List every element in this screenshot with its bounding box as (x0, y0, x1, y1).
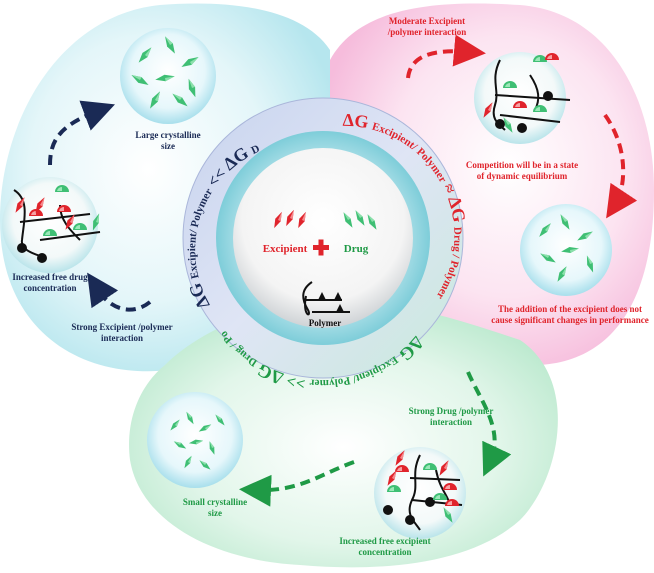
drug-label: Drug (343, 243, 369, 255)
increased-free-excipient-label: Increased free excipient concentration (339, 536, 431, 558)
increased-free-drug-label: Increased free drug concentration (12, 272, 88, 294)
strong-excipient-label: Strong Excipient /polymer interaction (71, 322, 173, 344)
red-arrow-right (603, 113, 638, 219)
free-excipient-network (383, 448, 463, 531)
navy-arrow-curve (87, 272, 152, 312)
strong-drug-label: Strong Drug /polymer interaction (408, 406, 494, 428)
center-disc (233, 148, 413, 328)
navy-arrow-up (48, 100, 115, 166)
excipient-label: Excipient (262, 243, 308, 255)
plus-icon (313, 239, 329, 256)
free-drug-network (12, 185, 102, 263)
free-excipient-bubble (374, 447, 466, 539)
competition-network (480, 53, 571, 135)
small-crystalline-size-label: Small crystalline size (182, 497, 248, 519)
competition-label: Competition will be in a state of dynami… (465, 160, 579, 182)
addition-label: The addition of the excipient does not c… (491, 304, 649, 326)
polymer-chain-icon (302, 281, 350, 316)
green-arrow-right (466, 371, 512, 477)
polymer-label: Polymer (308, 318, 342, 328)
moderate-excipient-label: Moderate Excipient /polymer interaction (387, 16, 467, 38)
red-arrow-top (406, 34, 486, 79)
green-arrow-left (239, 460, 355, 507)
large-crystalline-size-label: Large crystalline size (135, 130, 201, 152)
central-ring (182, 97, 464, 379)
